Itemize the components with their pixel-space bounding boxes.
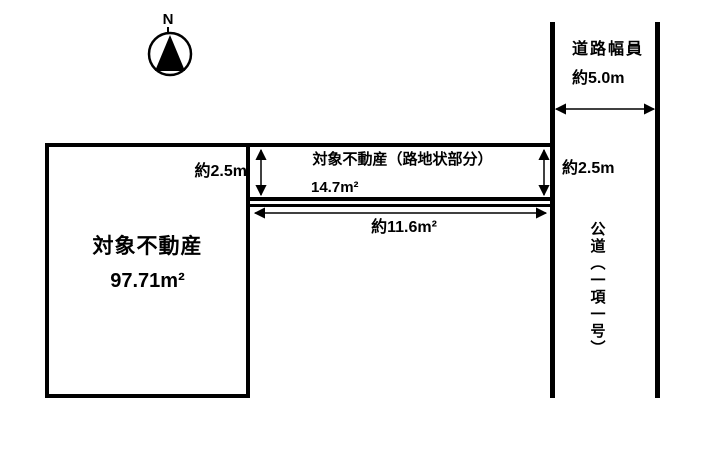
north-boundary-line [45, 143, 555, 147]
north-compass-icon [147, 27, 193, 77]
alley-title: 対象不動産（路地状部分） [312, 151, 493, 168]
alley-width-right-label: 約2.5m [562, 160, 615, 177]
parcel-area: 97.71m² [110, 270, 185, 292]
alley-south-line [246, 197, 555, 201]
parcel-east-line [246, 143, 250, 398]
road-east-edge-line [655, 22, 660, 398]
neighbor-boundary-line [250, 204, 553, 207]
alley-width-left-label: 約2.5m [194, 163, 247, 180]
parcel-title: 対象不動産 [92, 235, 203, 258]
road-name-vertical: 公道（一項一号） [588, 221, 606, 357]
north-label: N [162, 11, 174, 28]
parcel-south-line [45, 394, 250, 398]
alley-length-label: 約11.6m² [371, 219, 437, 236]
road-west-edge-line [550, 22, 555, 398]
alley-area: 14.7m² [311, 179, 359, 196]
road-width-title: 道路幅員 [572, 41, 645, 58]
road-width-value: 約5.0m [572, 70, 625, 87]
parcel-west-line [45, 143, 49, 398]
